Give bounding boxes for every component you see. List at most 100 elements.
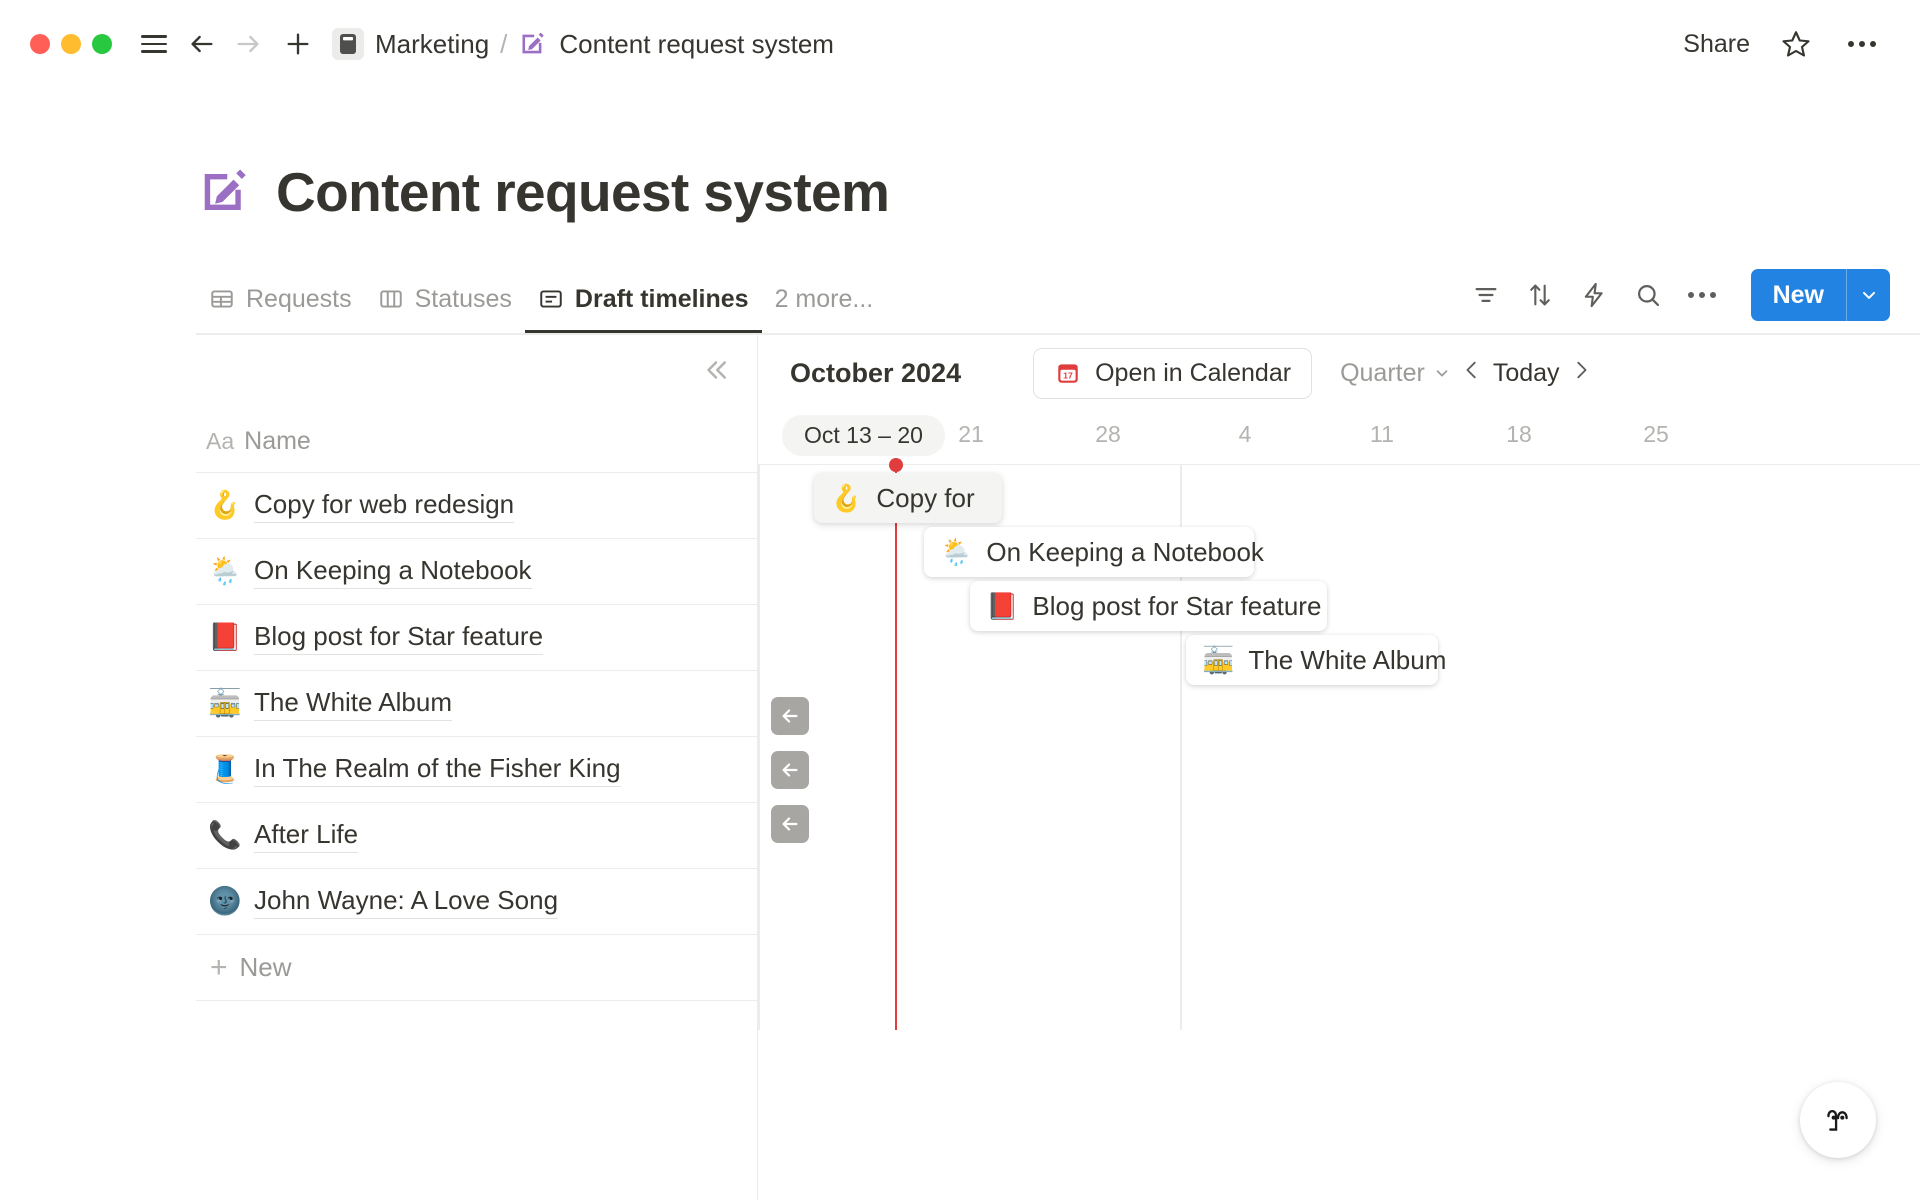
date-tick: 11 bbox=[1370, 421, 1394, 447]
page-emoji[interactable] bbox=[196, 163, 254, 221]
add-new-row-button[interactable]: + New bbox=[196, 935, 757, 1001]
list-item[interactable]: 🧵 In The Realm of the Fisher King bbox=[196, 737, 757, 803]
list-item[interactable]: 🌦️ On Keeping a Notebook bbox=[196, 539, 757, 605]
list-item[interactable]: 📕 Blog post for Star feature bbox=[196, 605, 757, 671]
selected-range-pill: Oct 13 – 20 bbox=[782, 415, 945, 456]
window-titlebar: Marketing / Content request system Share bbox=[0, 0, 1920, 88]
breadcrumb-page[interactable]: Content request system bbox=[559, 28, 834, 59]
bar-emoji: 🌦️ bbox=[940, 537, 973, 567]
list-item[interactable]: 🚋 The White Album bbox=[196, 671, 757, 737]
list-item[interactable]: 🪝 Copy for web redesign bbox=[196, 473, 757, 539]
row-emoji: 🌦️ bbox=[208, 556, 242, 586]
today-marker-line bbox=[889, 458, 903, 1030]
date-tick: 21 bbox=[958, 421, 984, 447]
row-emoji: 🪝 bbox=[208, 490, 242, 520]
row-title[interactable]: On Keeping a Notebook bbox=[254, 555, 532, 589]
star-icon[interactable] bbox=[1776, 24, 1816, 64]
timeline-header: October 2024 17 Open in Calendar Quarter… bbox=[758, 335, 1920, 411]
search-icon[interactable] bbox=[1625, 272, 1671, 318]
row-title[interactable]: The White Album bbox=[254, 687, 452, 721]
tabs-divider bbox=[196, 333, 1920, 335]
row-title[interactable]: Blog post for Star feature bbox=[254, 621, 544, 655]
arrow-left-icon bbox=[782, 763, 798, 777]
row-title[interactable]: Copy for web redesign bbox=[254, 489, 515, 523]
timeline-lane: 📕 Blog post for Star feature bbox=[758, 573, 1920, 639]
timeline-canvas: web redesign 🪝 Copy for 🌦️ On Keeping a … bbox=[758, 458, 1920, 1200]
row-emoji: 📕 bbox=[208, 622, 242, 652]
breadcrumb: Marketing / Content request system bbox=[332, 28, 834, 60]
close-button[interactable] bbox=[30, 34, 50, 54]
notion-ai-button[interactable] bbox=[1800, 1082, 1876, 1158]
view-toolbar: New bbox=[1463, 269, 1890, 333]
row-emoji: 🧵 bbox=[208, 754, 242, 784]
chevron-left-icon bbox=[1466, 361, 1476, 378]
chevrons-left-icon[interactable] bbox=[701, 355, 731, 392]
scroll-to-item-button[interactable] bbox=[771, 697, 809, 735]
share-button[interactable]: Share bbox=[1683, 29, 1750, 58]
board-icon bbox=[378, 286, 404, 312]
row-title[interactable]: After Life bbox=[254, 819, 359, 853]
new-button-label[interactable]: New bbox=[1772, 280, 1824, 309]
sort-icon[interactable] bbox=[1517, 272, 1563, 318]
today-marker-dot bbox=[889, 458, 903, 472]
row-title[interactable]: John Wayne: A Love Song bbox=[254, 885, 559, 919]
row-emoji: 📞 bbox=[208, 820, 242, 850]
more-horizontal-icon[interactable] bbox=[1679, 272, 1725, 318]
column-header-name[interactable]: Aa Name bbox=[196, 411, 757, 473]
database-icon[interactable] bbox=[332, 28, 364, 60]
timeline-lane: 🌦️ On Keeping a Notebook bbox=[758, 519, 1920, 585]
back-arrow-icon[interactable] bbox=[182, 24, 222, 64]
timeline-date-ruler: 21 28 4 11 18 25 Oct 13 – 20 bbox=[758, 411, 1920, 465]
view-tabs-bar: Requests Statuses Draft timelines 2 more… bbox=[196, 265, 1890, 333]
column-header-label: Name bbox=[244, 427, 311, 455]
timeline-icon bbox=[538, 286, 564, 312]
new-button[interactable]: New bbox=[1750, 269, 1890, 321]
tabs-overflow-button[interactable]: 2 more... bbox=[774, 284, 874, 313]
timeline-bar[interactable]: 🚋 The White Album bbox=[1186, 635, 1446, 685]
timeline-lane: 🚋 The White Album bbox=[758, 627, 1920, 693]
notion-ai-face-icon bbox=[1827, 1110, 1848, 1131]
timeline-zoom-select[interactable]: Quarter bbox=[1340, 359, 1451, 388]
table-icon bbox=[209, 286, 235, 312]
chevron-down-icon bbox=[1436, 370, 1448, 377]
row-emoji: 🚋 bbox=[208, 688, 242, 718]
timeline-bar[interactable]: 📕 Blog post for Star feature bbox=[970, 581, 1327, 631]
timeline-left-pane: Aa Name 🪝 Copy for web redesign 🌦️ On Ke… bbox=[196, 335, 758, 1200]
sidebar-toggle-icon[interactable] bbox=[134, 24, 174, 64]
maximize-button[interactable] bbox=[92, 34, 112, 54]
timeline-view: Aa Name 🪝 Copy for web redesign 🌦️ On Ke… bbox=[196, 335, 1920, 1200]
timeline-today-button[interactable]: Today bbox=[1492, 358, 1560, 387]
forward-arrow-icon[interactable] bbox=[228, 24, 268, 64]
timeline-prev-button[interactable] bbox=[1451, 357, 1493, 390]
list-item[interactable]: 📞 After Life bbox=[196, 803, 757, 869]
list-item[interactable]: 🌚 John Wayne: A Love Song bbox=[196, 869, 757, 935]
minimize-button[interactable] bbox=[61, 34, 81, 54]
bar-label: Blog post for Star feature bbox=[1032, 590, 1322, 621]
timeline-next-button[interactable] bbox=[1560, 357, 1602, 390]
filter-icon[interactable] bbox=[1463, 272, 1509, 318]
scroll-to-item-button[interactable] bbox=[771, 805, 809, 843]
view-tabs: Requests Statuses Draft timelines 2 more… bbox=[196, 265, 886, 333]
row-title[interactable]: In The Realm of the Fisher King bbox=[254, 753, 621, 787]
breadcrumb-separator: / bbox=[500, 28, 508, 59]
bar-label: The White Album bbox=[1248, 644, 1447, 675]
page-title[interactable]: Content request system bbox=[276, 161, 890, 223]
scroll-to-item-button[interactable] bbox=[771, 751, 809, 789]
chevron-down-icon[interactable] bbox=[1846, 269, 1890, 321]
breadcrumb-workspace[interactable]: Marketing bbox=[375, 28, 490, 59]
arrow-left-icon bbox=[782, 709, 798, 723]
page-title-row: Content request system bbox=[196, 160, 890, 224]
new-page-icon[interactable] bbox=[278, 24, 318, 64]
automation-icon[interactable] bbox=[1571, 272, 1617, 318]
timeline-right-pane: October 2024 17 Open in Calendar Quarter… bbox=[758, 335, 1920, 1200]
tab-draft-timelines[interactable]: Draft timelines bbox=[524, 265, 762, 333]
open-in-calendar-button[interactable]: 17 Open in Calendar bbox=[1033, 347, 1313, 399]
timeline-bar[interactable]: 🪝 Copy for bbox=[814, 473, 1002, 523]
tab-statuses[interactable]: Statuses bbox=[365, 265, 525, 333]
tab-requests[interactable]: Requests bbox=[196, 265, 365, 333]
more-horizontal-icon[interactable] bbox=[1842, 24, 1882, 64]
timeline-bar[interactable]: 🌦️ On Keeping a Notebook bbox=[924, 527, 1264, 577]
gridline bbox=[1180, 465, 1182, 1030]
chevron-right-icon bbox=[1576, 361, 1587, 378]
